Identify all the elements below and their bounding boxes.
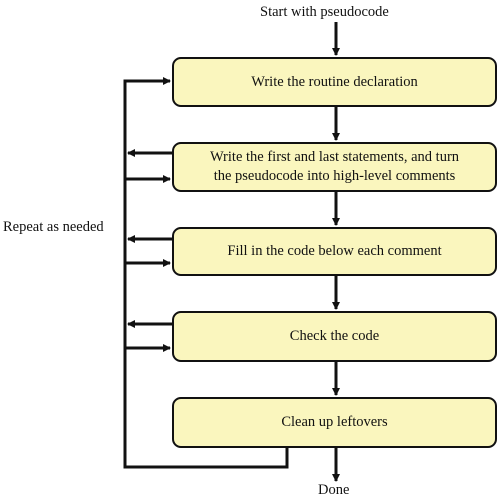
step-write-routine-declaration: Write the routine declaration (172, 57, 497, 107)
done-label: Done (318, 482, 350, 498)
step-check-code: Check the code (172, 311, 497, 362)
step-write-first-last-statements: Write the first and last statements, and… (172, 142, 497, 192)
start-label: Start with pseudocode (260, 4, 389, 20)
step-clean-up-leftovers: Clean up leftovers (172, 397, 497, 448)
repeat-loop-line (123, 77, 289, 469)
loop-label: Repeat as needed (3, 219, 104, 235)
step-fill-in-code: Fill in the code below each comment (172, 227, 497, 276)
